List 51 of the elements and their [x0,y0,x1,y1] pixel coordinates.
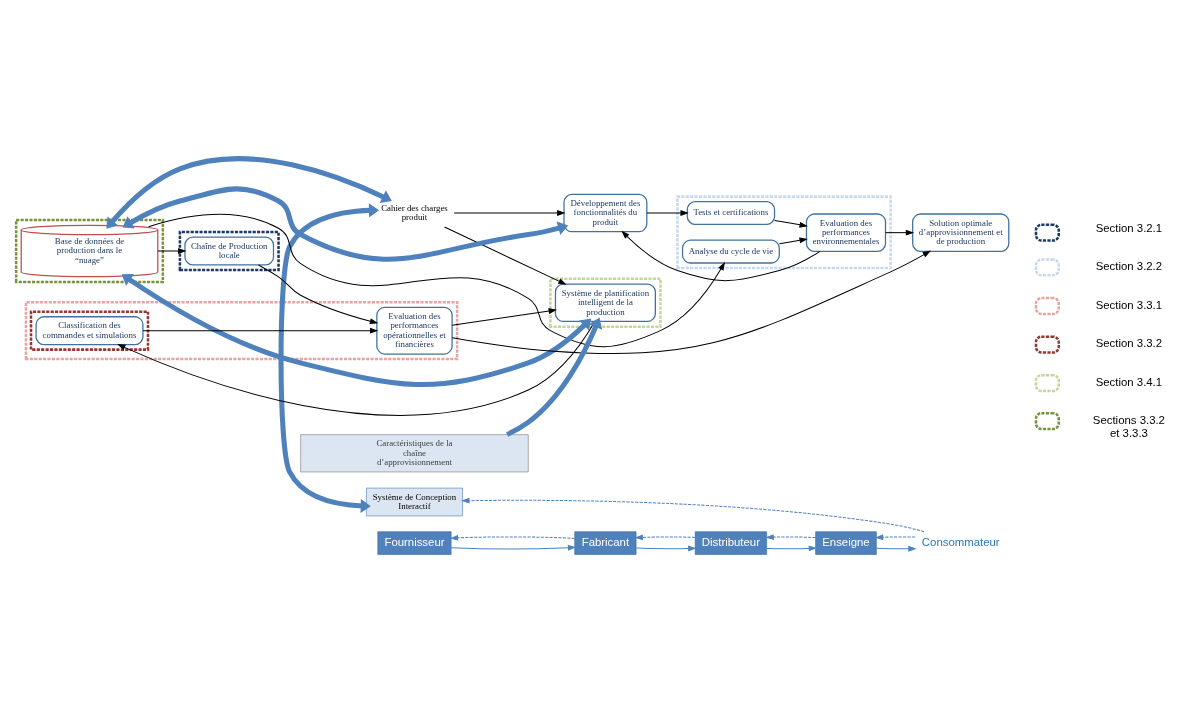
arrow [506,317,603,437]
cluster [24,300,459,361]
arrow [766,545,818,552]
arrow [121,274,592,387]
node-box: Système de planification intelligent de la production [554,283,656,323]
arrow [634,534,696,541]
arrow [875,545,917,552]
legend-label: Section 3.3.1 [1095,298,1163,311]
arrow [778,237,808,245]
arrow [148,214,726,348]
arrow [453,210,566,216]
arrow [142,327,379,334]
arrow [461,497,925,533]
legend-label: Section 3.3.2 [1095,337,1163,350]
legend-label: Section 3.2.2 [1095,260,1163,273]
arrow [278,203,380,514]
node-box: Développement des fonctionnalités du produit [563,193,648,233]
node-box: Analyse du cycle de vie [681,239,780,264]
arrow [450,544,577,551]
arrow [451,308,557,326]
node-box: Caractéristiques de la chaîne d’approvisionnement [300,434,529,473]
arrow [451,250,932,354]
arrow [765,534,817,541]
node-box: Chaîne de Production locale [184,236,275,266]
arrow [157,248,187,254]
arrow [635,545,697,552]
arrow [621,230,821,282]
arrow [874,534,916,541]
arrow [257,264,379,325]
arrow [885,229,915,236]
arrow [774,219,808,228]
node-box: Classification des commandes et simulations [35,316,144,346]
legend-label: Section 3.4.1 [1095,375,1163,388]
node-text: Cahier des charges produit [381,202,448,223]
node-box: Solution optimale d’approvisionnement et de production [912,213,1010,252]
legend-label: Section 3.2.1 [1095,221,1163,234]
node-text: Consommateur [921,535,1000,548]
node-box: Tests et certifications [686,201,776,226]
arrow [106,156,392,229]
node-box: Fabricant [574,531,637,555]
node-box: Système de Conception Interactif [366,487,463,517]
node-box: Distributeur [694,531,767,555]
arrow [444,226,567,285]
node-box: Enseigne [815,531,877,555]
node-box: Evaluation des performances opérationnelles et financières [376,306,453,355]
arrow [449,534,576,541]
arrow [646,210,689,216]
arrow [122,186,569,262]
node-box: Fournisseur [377,531,452,555]
legend-label: Sections 3.3.2 et 3.3.3 [1092,413,1165,439]
node-box: Evaluation des performances environnementales [805,213,887,252]
